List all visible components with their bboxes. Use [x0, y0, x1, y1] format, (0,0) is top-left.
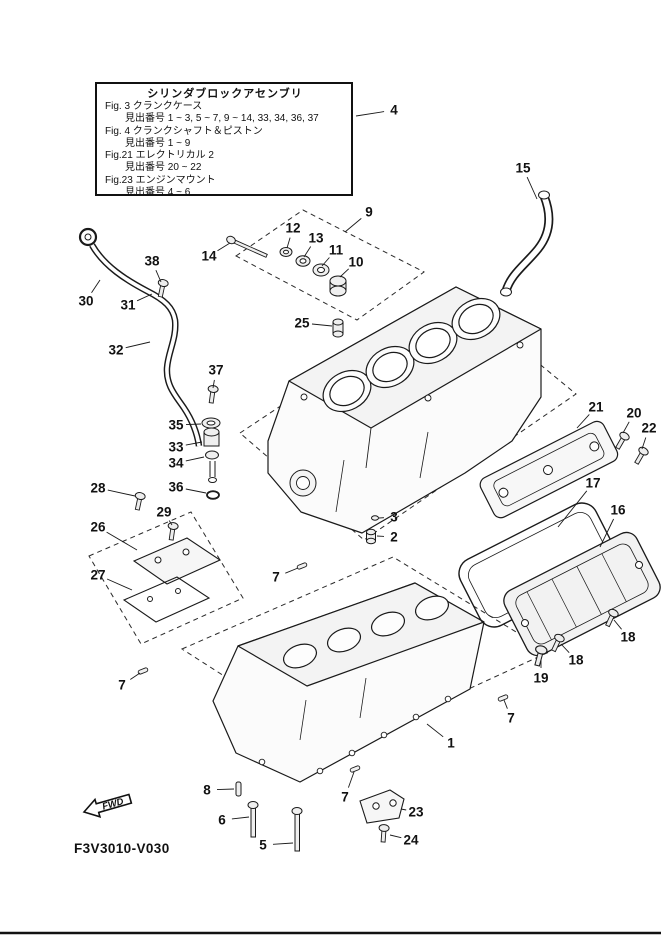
leader-line-4 [355, 111, 385, 117]
leader-line-7 [503, 699, 508, 709]
electrical-bracket-plate [479, 420, 619, 519]
assembly-title: シリンダブロックアセンブリ [147, 88, 303, 100]
leader-line-6 [231, 816, 250, 820]
washer-11 [312, 263, 330, 277]
leader-line-36 [185, 488, 207, 494]
long-bolts [235, 781, 303, 852]
leader-line-31 [136, 293, 153, 302]
leader-line-32 [125, 341, 151, 349]
side-cover-plate [503, 531, 661, 657]
leader-line-17 [557, 490, 588, 528]
leader-line-14 [217, 242, 231, 252]
leader-line-7 [347, 771, 355, 788]
bolt-5 [291, 807, 303, 852]
leader-line-9 [344, 218, 362, 233]
leader-line-20 [622, 421, 630, 434]
pin-7d [349, 764, 361, 774]
fwd-label: FWD [101, 796, 125, 813]
cylinder-bores [322, 297, 501, 413]
bolt-29 [165, 521, 180, 542]
leader-line-7 [285, 567, 299, 574]
mount-bracket [359, 789, 405, 824]
pin-7c [497, 693, 509, 703]
figure-reference-line: 見出番号 1 ~ 9 [125, 137, 191, 149]
fwd-direction-arrow: FWD [82, 793, 133, 818]
leader-line-25 [311, 323, 333, 327]
leader-line-21 [576, 414, 590, 429]
leader-line-18 [560, 643, 570, 654]
drawing-code: F3V3010-V030 [74, 841, 170, 856]
callout-leader-lines [91, 111, 647, 845]
collar-10 [329, 275, 347, 297]
assembly-info-box: シリンダブロックアセンブリ Fig. 3 クランクケース見出番号 1 ~ 3, … [95, 82, 353, 199]
group-box-anode-plates [88, 511, 244, 645]
bolt-6 [247, 801, 259, 838]
stud-8 [235, 781, 242, 797]
figure-reference-line: Fig.21 エレクトリカル 2 [105, 150, 214, 162]
figure-reference-list: Fig. 3 クランクケース見出番号 1 ~ 3, 5 ~ 7, 9 ~ 14,… [105, 101, 345, 199]
breather-hose [500, 190, 554, 297]
leader-line-16 [599, 518, 615, 548]
bolt-20 [612, 430, 632, 452]
leader-line-12 [286, 237, 291, 249]
bolt-37 [205, 384, 220, 405]
leader-line-35 [185, 423, 202, 426]
cylinder-block [267, 286, 542, 534]
leader-line-11 [321, 257, 330, 267]
leader-line-22 [641, 437, 647, 450]
leader-line-26 [106, 531, 138, 551]
leader-line-13 [303, 246, 312, 258]
leader-line-7 [130, 672, 141, 680]
leader-line-1 [426, 723, 444, 738]
leader-line-37 [212, 379, 215, 389]
leader-line-28 [107, 489, 136, 497]
figure-reference-line: Fig. 4 クランクシャフト＆ピストン [105, 125, 263, 137]
leader-line-10 [339, 268, 350, 278]
leader-line-33 [185, 441, 203, 446]
figure-reference-line: 見出番号 4 ~ 6 [125, 187, 191, 199]
leader-line-29 [168, 520, 173, 526]
leader-line-38 [155, 270, 162, 283]
group-box-cylinder-block [239, 291, 577, 541]
leader-line-8 [216, 788, 235, 791]
collar-2 [366, 528, 376, 545]
bolt-14 [226, 235, 268, 258]
washer-13 [295, 255, 311, 267]
group-box-shaft-parts [235, 209, 425, 321]
leader-line-15 [526, 176, 538, 200]
leader-line-34 [185, 456, 205, 462]
dipstick-guide-fittings [201, 417, 221, 500]
pin-7a [296, 561, 308, 571]
crankcase [212, 582, 485, 783]
shaft-washer-parts [226, 235, 347, 338]
flange-bolt-holes [258, 695, 452, 775]
leader-line-5 [272, 842, 294, 845]
bolt-24 [377, 823, 390, 843]
leader-line-23 [400, 808, 407, 811]
bolt-28 [131, 491, 147, 512]
figure-reference-line: Fig. 3 クランクケース [105, 101, 203, 112]
washer-12 [279, 247, 293, 257]
leader-line-30 [91, 279, 101, 293]
plug-25 [332, 318, 344, 338]
dowel-pins [137, 515, 509, 774]
oil-level-dipstick [78, 227, 203, 447]
figure-reference-line: Fig.23 エンジンマウント [105, 174, 216, 186]
bearing-openings [282, 595, 450, 669]
leader-line-27 [106, 578, 133, 591]
anode-plate [132, 537, 222, 585]
leader-line-24 [389, 834, 402, 839]
anode-gasket [122, 576, 211, 623]
leader-line-18 [613, 619, 622, 630]
pin-3 [371, 515, 379, 521]
figure-reference-line: 見出番号 20 ~ 22 [125, 162, 202, 174]
bolt-22 [631, 445, 651, 467]
figure-reference-line: 見出番号 1 ~ 3, 5 ~ 7, 9 ~ 14, 33, 34, 36, 3… [125, 113, 319, 125]
